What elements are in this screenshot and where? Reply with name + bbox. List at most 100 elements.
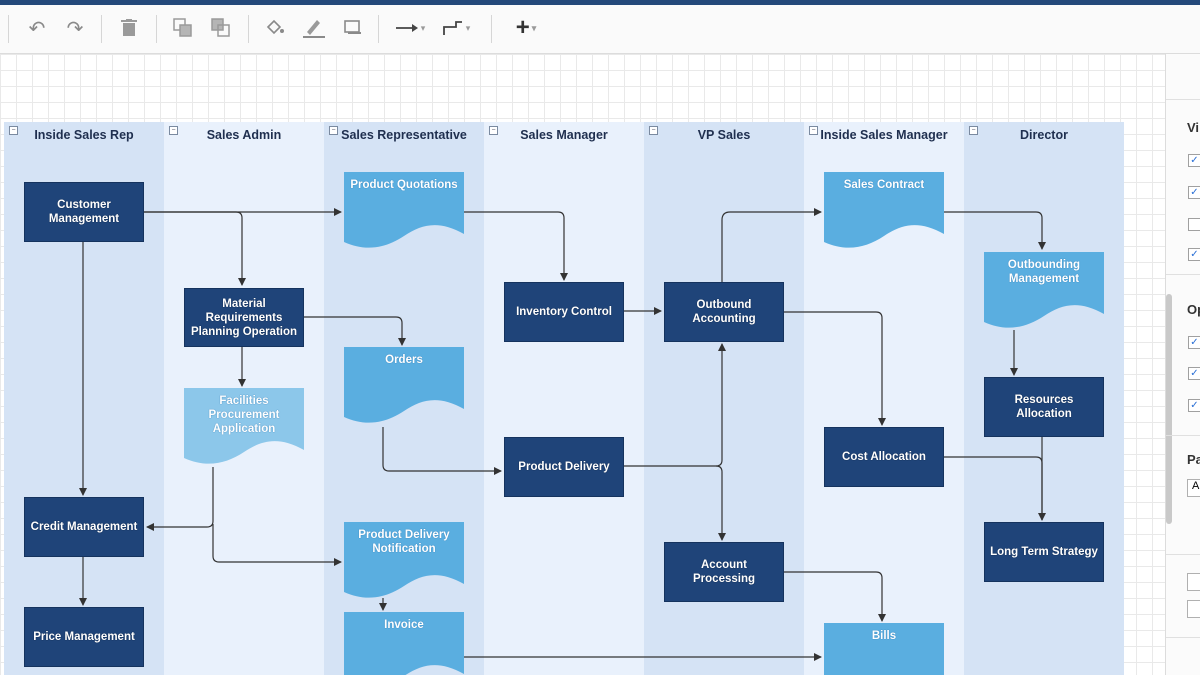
panel-divider [1166,99,1200,100]
diagram-canvas[interactable]: − Inside Sales Rep − Sales Admin − Sales… [0,54,1165,675]
process-account-processing[interactable]: Account Processing [664,542,784,602]
panel-scrollbar[interactable] [1166,294,1172,524]
panel-button[interactable] [1187,600,1200,618]
fill-color-icon[interactable] [262,15,288,41]
document-label: Product Delivery Notification [358,529,450,555]
collapse-icon[interactable]: − [489,126,498,135]
option-checkbox[interactable] [1188,218,1200,231]
lane-title: Inside Sales Rep [34,128,134,142]
toolbar-separator [491,15,492,43]
lane-sales-manager[interactable]: − Sales Manager [484,122,644,675]
panel-divider [1166,554,1200,555]
collapse-icon[interactable]: − [169,126,178,135]
lane-title: VP Sales [697,128,751,142]
connector [784,571,886,622]
connector [212,524,342,566]
chevron-down-icon: ▾ [465,22,471,33]
undo-icon[interactable]: ↶ [28,17,46,40]
connector [715,465,726,541]
document-invoice[interactable]: Invoice [344,612,464,675]
collapse-icon[interactable]: − [329,126,338,135]
connector [304,316,406,346]
document-orders[interactable]: Orders [344,347,464,427]
delete-icon[interactable] [116,15,142,41]
insert-icon[interactable]: + ▾ [504,14,548,41]
lane-title: Sales Admin [206,128,282,142]
option-checkbox[interactable]: ✓ [1188,336,1200,349]
panel-divider [1166,637,1200,638]
document-label: Sales Contract [843,179,925,191]
process-product-delivery[interactable]: Product Delivery [504,437,624,497]
chevron-down-icon: ▾ [420,22,426,33]
option-checkbox[interactable]: ✓ [1188,367,1200,380]
document-outbounding-management[interactable]: Outbounding Management [984,252,1104,332]
lane-title: Sales Manager [520,128,608,142]
document-facilities-procurement[interactable]: Facilities Procurement Application [184,388,304,467]
waypoints-icon[interactable]: ▾ [436,15,476,41]
connectors-layer [79,208,1046,661]
document-product-quotations[interactable]: Product Quotations [344,172,464,252]
toolbar-separator [156,15,157,43]
option-checkbox[interactable]: ✓ [1188,399,1200,412]
window-top-border [0,0,1200,5]
collapse-icon[interactable]: − [9,126,18,135]
section-paper-heading: Pa [1187,452,1200,467]
shadow-icon[interactable] [340,15,366,41]
line-color-icon[interactable] [300,15,328,41]
chevron-down-icon: ▾ [531,22,537,33]
option-checkbox[interactable]: ✓ [1188,248,1200,261]
toolbar: ↶ ↷ ▾ ▾ + ▾ [0,5,1200,54]
process-long-term-strategy[interactable]: Long Term Strategy [984,522,1104,582]
process-price-management[interactable]: Price Management [24,607,144,667]
connection-style-icon[interactable]: ▾ [390,15,430,41]
plus-icon: + [515,14,530,41]
process-material-requirements[interactable]: Material Requirements Planning Operation [184,288,304,347]
document-label: Product Quotations [350,179,458,191]
process-credit-management[interactable]: Credit Management [24,497,144,557]
panel-button[interactable] [1187,573,1200,591]
collapse-icon[interactable]: − [649,126,658,135]
document-label: Facilities Procurement Application [208,395,280,435]
lane-title: Director [1020,128,1068,142]
section-view-heading: Vi [1187,120,1200,135]
process-cost-allocation[interactable]: Cost Allocation [824,427,944,487]
connector [721,208,822,282]
lane-title: Sales Representative [341,128,467,142]
connector [382,427,502,475]
section-options-heading: Op [1187,302,1200,317]
option-checkbox[interactable]: ✓ [1188,154,1200,167]
toolbar-separator [101,15,102,43]
toolbar-separator [378,15,379,43]
option-checkbox[interactable]: ✓ [1188,186,1200,199]
connector [624,343,726,467]
to-back-icon[interactable] [208,15,234,41]
document-bills[interactable]: Bills [824,623,944,675]
redo-icon[interactable]: ↷ [66,17,84,40]
toolbar-separator [248,15,249,43]
document-label: Outbounding Management [1007,259,1081,285]
connector [146,467,214,531]
lane-title: Inside Sales Manager [820,128,948,142]
connector [943,456,1046,521]
document-label: Orders [385,354,423,366]
document-label: Invoice [384,619,424,631]
process-inventory-control[interactable]: Inventory Control [504,282,624,342]
toolbar-separator [8,15,9,43]
process-resources-allocation[interactable]: Resources Allocation [984,377,1104,437]
collapse-icon[interactable]: − [809,126,818,135]
format-panel: Vi ✓ ✓ ✓ Op ✓ ✓ ✓ Pa A [1165,54,1200,675]
connector [463,211,568,281]
connector [144,211,246,286]
document-sales-contract[interactable]: Sales Contract [824,172,944,252]
panel-divider [1166,274,1200,275]
to-front-icon[interactable] [170,15,196,41]
document-product-delivery-notification[interactable]: Product Delivery Notification [344,522,464,602]
process-outbound-accounting[interactable]: Outbound Accounting [664,282,784,342]
connector [943,211,1046,250]
collapse-icon[interactable]: − [969,126,978,135]
panel-divider [1166,435,1200,436]
process-customer-management[interactable]: Customer Management [24,182,144,242]
connector [784,311,886,426]
document-label: Bills [871,630,897,642]
paper-size-select[interactable]: A [1187,479,1200,497]
